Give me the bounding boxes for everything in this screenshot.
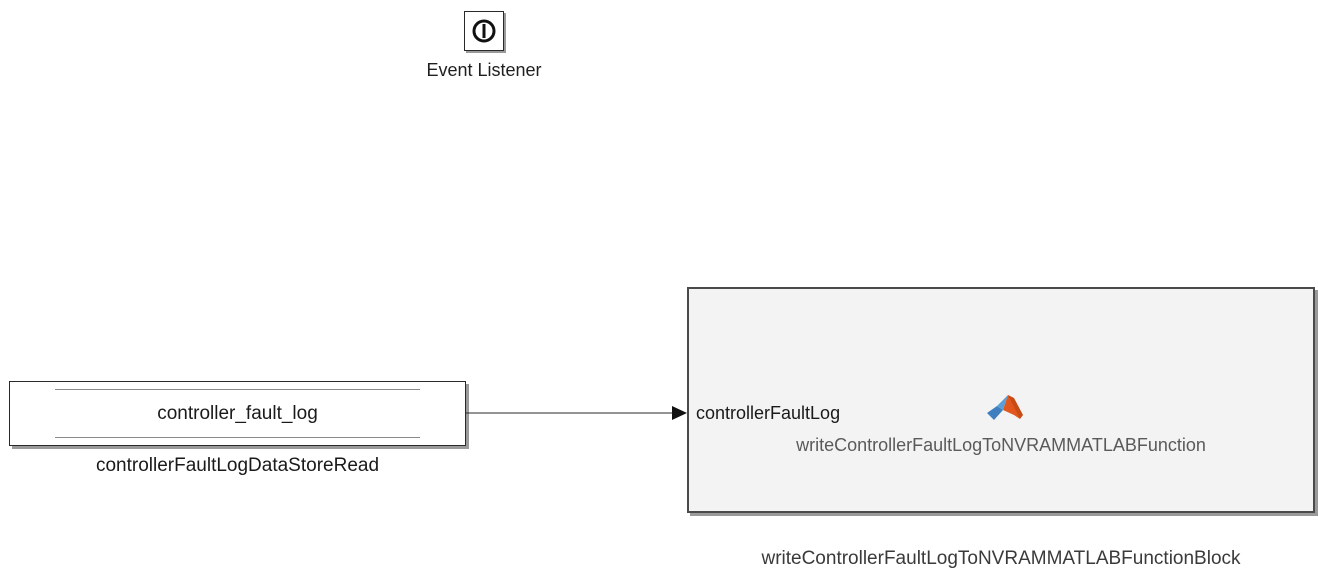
event-listener-block[interactable]	[464, 11, 504, 51]
matlab-function-block[interactable]: controllerFaultLog writeControllerFaultL…	[687, 287, 1315, 513]
event-listener-label: Event Listener	[426, 60, 542, 80]
matlab-function-block-label: writeControllerFaultLogToNVRAMMATLABFunc…	[761, 548, 1241, 569]
matlab-logo-icon	[987, 395, 1023, 420]
function-name-label: writeControllerFaultLogToNVRAMMATLABFunc…	[796, 435, 1206, 455]
signal-line[interactable]	[466, 400, 690, 430]
data-store-top-line	[55, 389, 420, 390]
data-store-name: controller_fault_log	[157, 403, 318, 424]
power-symbol-icon	[472, 19, 496, 43]
data-store-read-block-label: controllerFaultLogDataStoreRead	[95, 455, 380, 476]
signal-arrowhead-icon	[672, 406, 687, 420]
data-store-read-block[interactable]: controller_fault_log	[9, 381, 466, 446]
data-store-bottom-line	[55, 437, 420, 438]
input-port-label: controllerFaultLog	[696, 403, 841, 423]
